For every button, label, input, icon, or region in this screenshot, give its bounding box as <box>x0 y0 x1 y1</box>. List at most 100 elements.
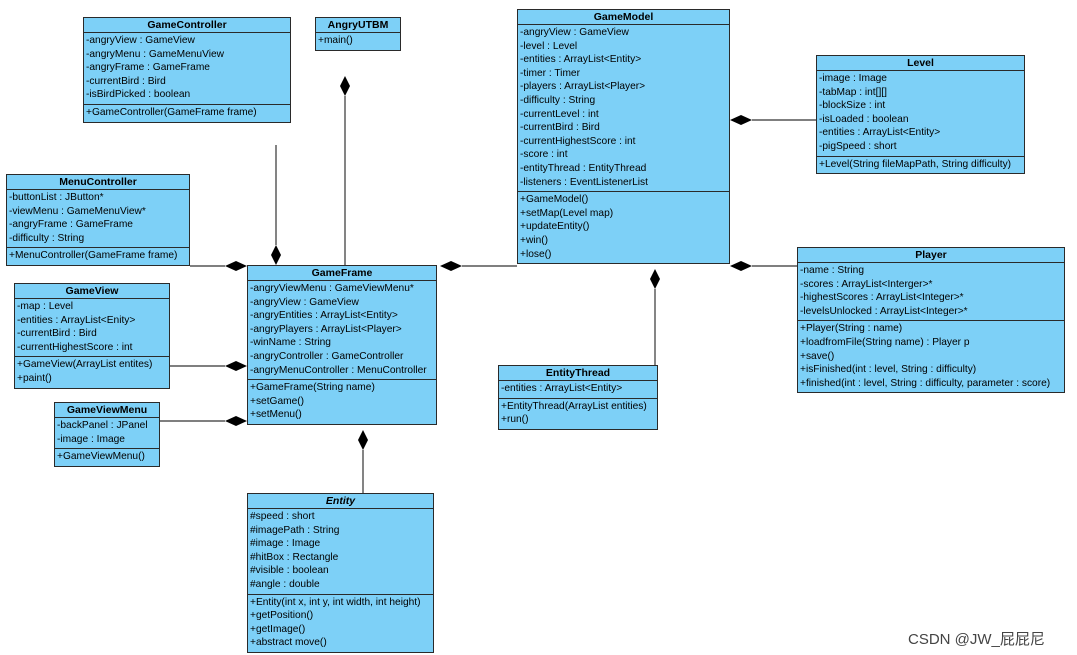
attribute: #hitBox : Rectangle <box>250 551 339 563</box>
class-name: GameController <box>84 18 290 33</box>
composition-diamond <box>225 416 247 426</box>
class-box-gameviewmenu: GameViewMenu-backPanel : JPanel-image : … <box>54 402 160 467</box>
class-name: GameFrame <box>248 266 436 281</box>
operation: +updateEntity() <box>520 221 590 233</box>
attribute: -pigSpeed : short <box>819 140 897 152</box>
operation: +loadfromFile(String name) : Player p <box>800 336 970 348</box>
operations-section: +GameModel()+setMap(Level map) +updateEnt… <box>518 192 729 263</box>
attribute: -score : int <box>520 149 568 161</box>
operations-section: +Level(String fileMapPath, String diffic… <box>817 157 1024 174</box>
operations-section: +GameFrame(String name)+setGame()+setMen… <box>248 380 436 424</box>
attributes-section: #speed : short #imagePath : String #image … <box>248 509 433 595</box>
attribute: -map : Level <box>17 301 74 312</box>
composition-diamond <box>225 261 247 271</box>
attribute: -angryView : GameView <box>520 27 629 38</box>
attribute: -backPanel : JPanel <box>57 420 148 431</box>
attributes-section: -buttonList : JButton*-viewMenu : GameMe… <box>7 190 189 249</box>
attributes-section: -backPanel : JPanel -image : Image <box>55 418 159 450</box>
attribute: -scores : ArrayList<Interger>* <box>800 278 933 290</box>
class-name: Player <box>798 248 1064 263</box>
operation: +EntityThread(ArrayList entities) <box>501 400 647 412</box>
class-box-gameview: GameView -map : Level -entities : ArrayLis… <box>14 283 170 389</box>
attribute: -currentHighestScore : int <box>17 341 133 353</box>
attributes-section: -angryView : GameView -level : Level -enti… <box>518 25 729 193</box>
operations-section: +GameViewMenu() <box>55 449 159 466</box>
attribute: -entities : ArrayList<Entity> <box>520 54 642 66</box>
attribute: -blockSize : int <box>819 100 886 112</box>
attribute: -level : Level <box>520 40 578 52</box>
operation: +GameModel() <box>520 194 589 206</box>
composition-diamond <box>271 245 281 265</box>
class-box-gamemodel: GameModel -angryView : GameView -level : L… <box>517 9 730 265</box>
composition-diamond <box>650 269 660 289</box>
operations-section: +EntityThread(ArrayList entities)+run() <box>499 399 657 429</box>
attribute: -currentBird : Bird <box>17 328 97 340</box>
attribute: -angryView : GameView <box>250 296 359 308</box>
operation: +GameFrame(String name) <box>250 382 375 394</box>
attribute: -tabMap : int[][] <box>819 86 887 98</box>
attribute: -timer : Timer <box>520 67 580 79</box>
operations-section: +Player(String : name)+loadfromFile(Stri… <box>798 321 1064 392</box>
attribute: -entityThread : EntityThread <box>520 162 647 174</box>
attribute: #imagePath : String <box>250 524 340 536</box>
attribute: -angryViewMenu : GameViewMenu* <box>250 283 414 294</box>
class-name: MenuController <box>7 175 189 190</box>
attribute: -angryPlayers : ArrayList<Player> <box>250 323 402 335</box>
attribute: -winName : String <box>250 337 331 349</box>
attribute: -image : Image <box>819 73 887 84</box>
operation: +setMenu() <box>250 409 302 421</box>
composition-diamond <box>358 430 368 450</box>
attribute: -entities : ArrayList<Enity> <box>17 314 136 326</box>
class-name: EntityThread <box>499 366 657 381</box>
attribute: -angryEntities : ArrayList<Entity> <box>250 310 398 322</box>
operation: +Level(String fileMapPath, String diffic… <box>819 158 1012 170</box>
attribute: -name : String <box>800 265 864 276</box>
attributes-section: -map : Level -entities : ArrayList<Enity>… <box>15 299 169 358</box>
attribute: -isLoaded : boolean <box>819 113 909 125</box>
operation: +Entity(int x, int y, int width, int hei… <box>250 596 421 608</box>
attribute: #speed : short <box>250 511 315 522</box>
attribute: -listeners : EventListenerList <box>520 176 648 188</box>
class-name: GameView <box>15 284 169 299</box>
composition-diamond <box>730 115 752 125</box>
class-box-menucontroller: MenuController-buttonList : JButton*-vie… <box>6 174 190 266</box>
attributes-section: -angryViewMenu : GameViewMenu* -angryView… <box>248 281 436 381</box>
attribute: #image : Image <box>250 538 321 550</box>
operation: +save() <box>800 350 835 362</box>
composition-diamond <box>340 76 350 96</box>
attribute: -entities : ArrayList<Entity> <box>819 127 941 139</box>
composition-diamond <box>440 261 462 271</box>
class-name: AngryUTBM <box>316 18 400 33</box>
operation: +MenuController(GameFrame frame) <box>9 250 178 262</box>
composition-diamond <box>225 361 247 371</box>
attribute: -currentBird : Bird <box>86 75 166 87</box>
attribute: -levelsUnlocked : ArrayList<Integer>* <box>800 305 968 317</box>
class-box-level: Level-image : Image-tabMap : int[][]-blo… <box>816 55 1025 175</box>
class-box-player: Player -name : String -scores : ArrayList<… <box>797 247 1065 394</box>
watermark: CSDN @JW_屁屁尼 <box>908 631 1045 648</box>
operations-section: +Entity(int x, int y, int width, int hei… <box>248 595 433 652</box>
composition-diamond <box>730 261 752 271</box>
operation: +paint() <box>17 372 52 384</box>
class-name: Entity <box>248 494 433 509</box>
operation: +GameController(GameFrame frame) <box>86 106 257 118</box>
attribute: -angryFrame : GameFrame <box>9 219 133 231</box>
attributes-section: -image : Image -tabMap : int[][] -blockSiz… <box>817 71 1024 157</box>
operations-section: +GameView(ArrayList entites)+paint() <box>15 357 169 387</box>
attribute: -image : Image <box>57 433 125 445</box>
attribute: -currentLevel : int <box>520 108 599 120</box>
attribute: -angryController : GameController <box>250 350 404 362</box>
attribute: #angle : double <box>250 578 320 590</box>
attribute: -angryFrame : GameFrame <box>86 62 210 74</box>
attribute: -angryMenu : GameMenuView <box>86 48 224 60</box>
class-name: GameModel <box>518 10 729 25</box>
attribute: -angryMenuController : MenuController <box>250 364 427 376</box>
operation: +setMap(Level map) <box>520 207 614 219</box>
attribute: -angryView : GameView <box>86 35 195 46</box>
operation: +win() <box>520 234 549 246</box>
attribute: -entities : ArrayList<Entity> <box>501 383 623 394</box>
attributes-section: -entities : ArrayList<Entity> <box>499 381 657 399</box>
attributes-section: -name : String -scores : ArrayList<Interg… <box>798 263 1064 322</box>
